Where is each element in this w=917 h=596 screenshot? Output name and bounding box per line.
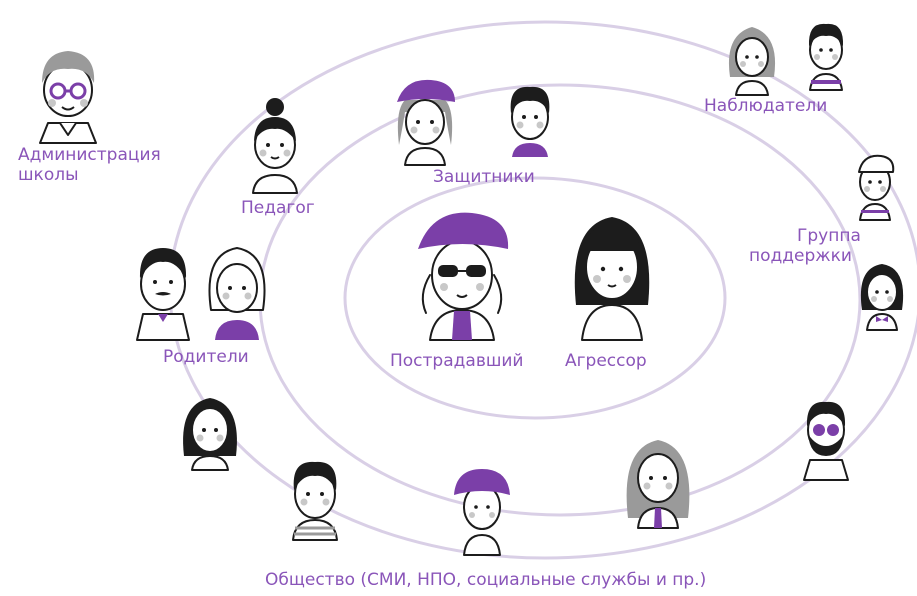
defender-boy-figure [510,86,550,157]
admin-figure [39,51,97,144]
label-admin-line1: Администрация [18,145,161,165]
middle-ring [258,83,862,517]
label-observers: Наблюдатели [704,96,828,116]
pedagog-figure [252,98,298,194]
observer-girl-figure [728,27,776,96]
label-admin-line2: школы [18,165,79,185]
father-figure [136,248,190,341]
inner-ring [343,176,727,420]
support-girl-figure [860,264,904,331]
mother-figure [208,247,266,340]
label-support-line2: поддержки [749,246,852,266]
society-boy-figure [292,461,338,541]
aggressor-figure [574,217,650,341]
label-victim: Пострадавший [390,351,524,371]
label-society: Общество (СМИ, НПО, социальные службы и … [265,570,707,590]
society-curly-woman-figure [626,440,690,529]
society-elder-figure [454,469,510,556]
label-parents: Родители [163,347,249,367]
label-support-line1: Группа [797,226,861,246]
support-cap-boy-figure [858,154,895,221]
society-woman-figure [183,398,237,471]
label-defenders: Защитники [433,167,535,187]
support-bearded-man-figure [803,401,849,481]
defender-girl-figure [397,79,455,166]
victim-figure [418,212,509,341]
label-aggressor: Агрессор [565,351,647,371]
observer-boy-figure [808,23,844,91]
label-pedagog: Педагог [241,198,315,218]
